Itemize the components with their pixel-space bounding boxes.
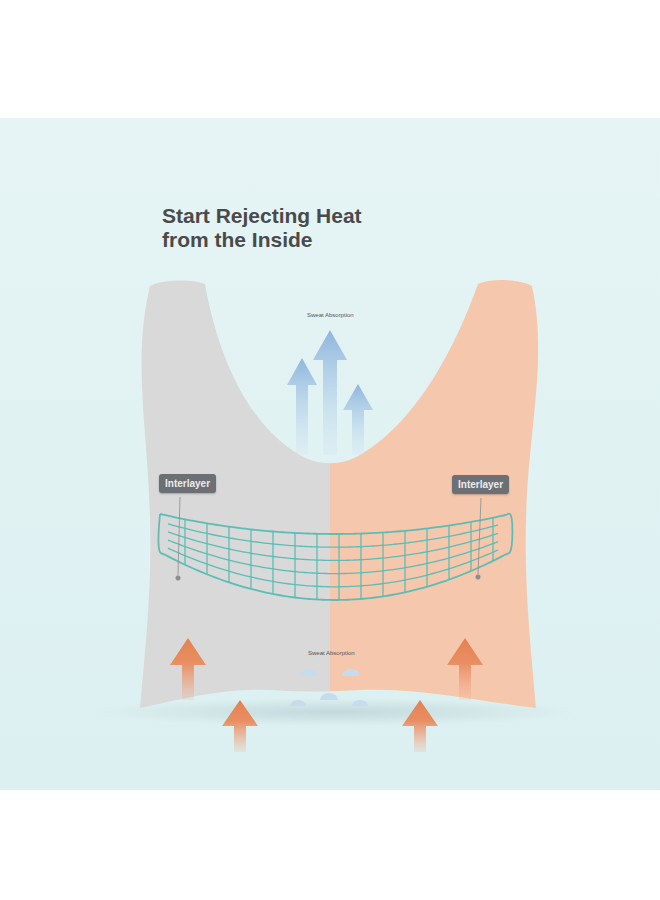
title: Start Rejecting Heat from the Inside [162, 204, 412, 252]
background-panel [0, 118, 660, 790]
heat-arrow [447, 638, 483, 700]
heat-arrow [402, 700, 438, 752]
mesh-line [294, 533, 295, 598]
mesh-line [426, 528, 427, 586]
caption-label: Sweat Absorption [307, 311, 354, 319]
mesh-line [382, 532, 383, 596]
mesh-line [316, 534, 317, 600]
caption-label: Sweat Absorption [308, 649, 355, 657]
droplet [352, 700, 368, 706]
droplet [320, 693, 338, 700]
mesh-line [470, 522, 471, 571]
mesh-line [360, 534, 361, 599]
sweat-arrow [287, 358, 317, 455]
mesh-line [338, 534, 339, 600]
mesh-line [250, 529, 251, 589]
mesh-line [272, 531, 273, 593]
leader-lines [176, 497, 481, 580]
leader-line [478, 498, 481, 574]
droplet [290, 700, 306, 706]
mesh-line [206, 523, 207, 574]
droplet [342, 669, 360, 676]
heat-arrows [170, 638, 483, 752]
mesh-line [404, 531, 405, 593]
blue-arrows [287, 330, 373, 455]
mesh-line [228, 527, 229, 583]
droplet [300, 669, 318, 676]
bra-body [140, 280, 538, 708]
peach-half [330, 280, 538, 708]
part-label: Interlayer [458, 478, 503, 491]
leader-dot [176, 576, 180, 580]
grey-half [140, 280, 330, 708]
mesh-line [448, 526, 449, 580]
tag-box: Interlayer [159, 474, 216, 493]
sweat-arrow [343, 384, 373, 455]
mesh-line [492, 518, 493, 561]
tag-box: Interlayer [452, 475, 509, 494]
heat-arrow [222, 700, 258, 752]
mesh-line [184, 519, 185, 564]
part-label: Interlayer [165, 477, 210, 490]
mesh-outline [159, 514, 513, 600]
leader-line [178, 497, 180, 575]
sweat-arrow [313, 330, 347, 455]
droplets [290, 669, 368, 706]
leader-dot [476, 575, 480, 579]
heat-arrow [170, 638, 206, 700]
mesh-cup [159, 514, 513, 600]
